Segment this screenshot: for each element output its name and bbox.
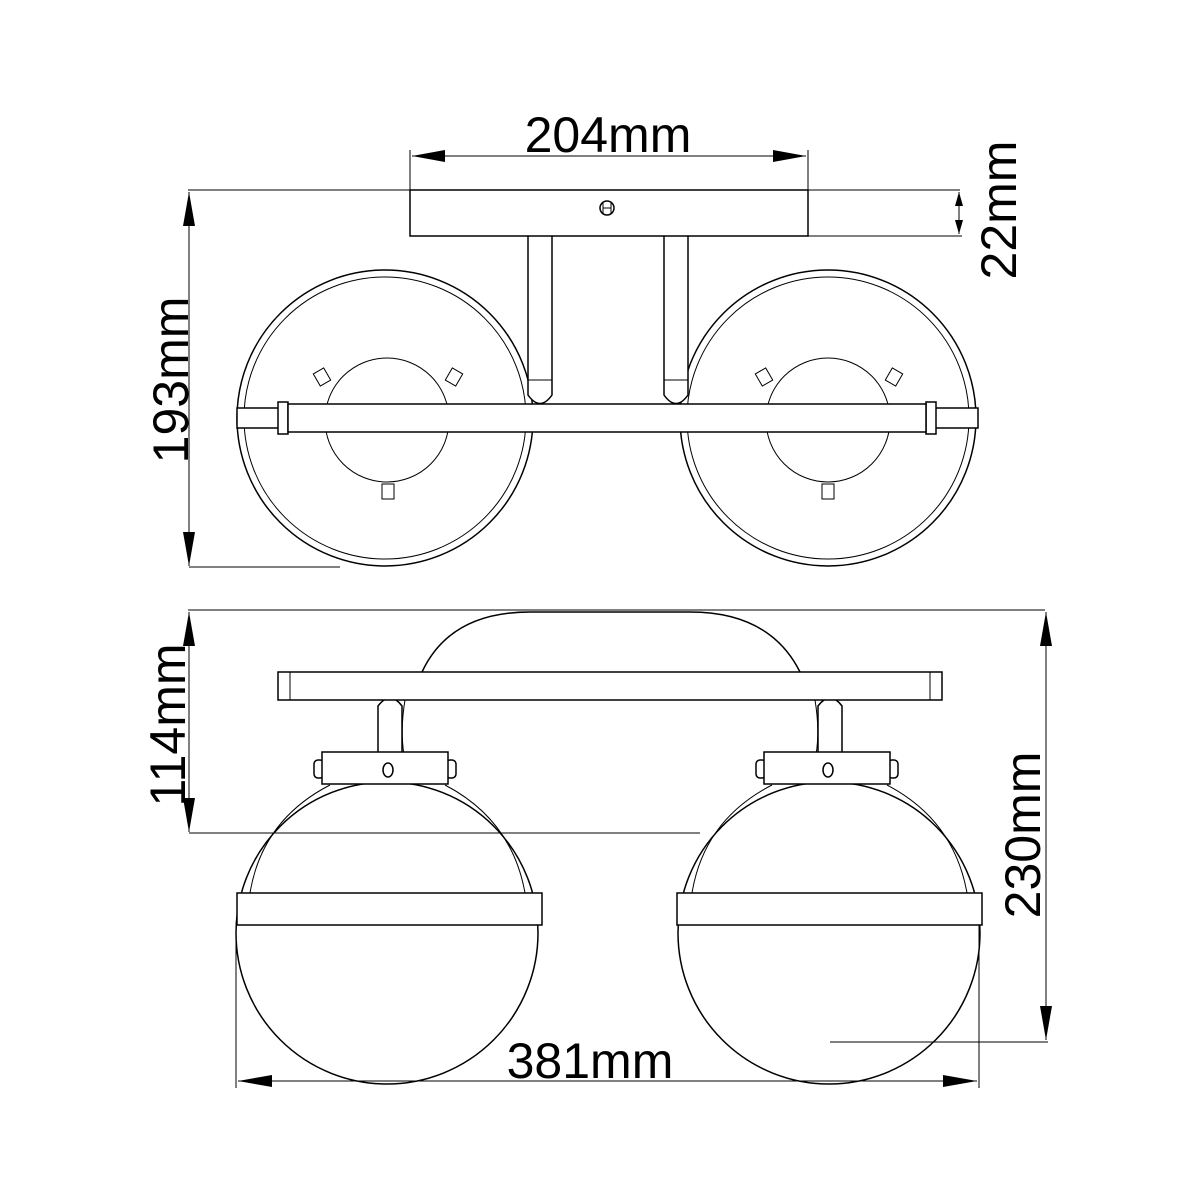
right-cable [814,699,819,756]
right-screw-icon [822,762,834,778]
left-tab-2 [444,367,464,387]
left-globe-frame [249,784,526,894]
left-mount-block [321,751,449,785]
dim-canopy-height: 22mm [971,141,1027,280]
right-globe [677,781,981,1085]
right-tab-3 [821,483,835,500]
left-tab-3 [381,483,395,500]
right-rod [663,236,689,405]
bar-end-left [236,407,283,429]
left-cable [401,699,406,756]
dim-canopy-width: 204mm [525,107,692,163]
left-stem [377,697,403,755]
dim-top-depth: 193mm [143,297,199,464]
right-stem [817,697,843,755]
left-tab-1 [312,367,332,387]
bar-collar-right [925,401,937,435]
right-tab-1 [754,367,774,387]
left-screw-icon [382,762,394,778]
dim-arm-height: 114mm [140,643,196,806]
right-globe-frame [691,784,968,894]
left-globe [235,781,539,1085]
canopy-dome [421,611,801,673]
dim-total-height: 230mm [995,752,1051,919]
side-view: 114mm 230mm 381mm [140,609,1052,1089]
left-rod [527,236,553,405]
right-tab-2 [884,367,904,387]
bar-collar-left [277,401,289,435]
side-cross-bar [277,671,943,701]
bar-end-right [931,407,979,429]
right-globe-band [676,892,983,926]
cross-bar [287,403,927,433]
top-view: 204mm 22mm 193mm [143,107,1027,568]
screw-icon [599,200,615,216]
left-globe-band [236,892,543,926]
dim-total-width: 381mm [507,1033,674,1089]
canopy [409,189,809,237]
right-mount-block [763,751,891,785]
